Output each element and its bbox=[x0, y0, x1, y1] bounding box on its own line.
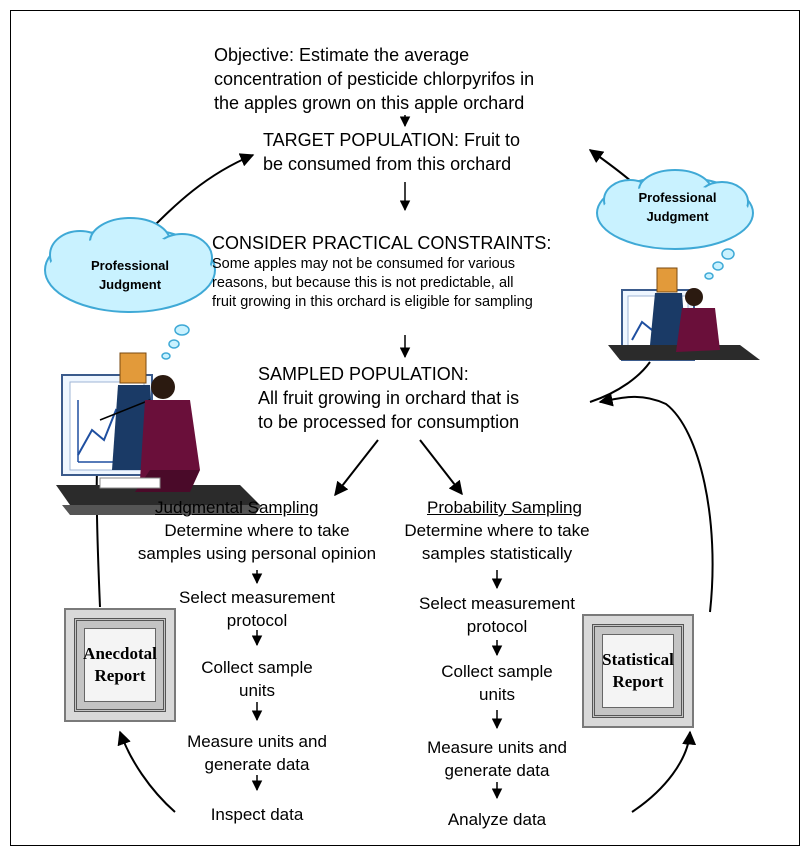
statistical-report-box: Statistical Report bbox=[582, 614, 694, 728]
arrow-left-loop bbox=[95, 469, 101, 608]
arrow-statistical-to-sampled bbox=[598, 392, 714, 613]
arrow-inspect-to-anecdotal bbox=[117, 730, 176, 813]
judgmental-step-2: Select measurement protocol bbox=[179, 588, 335, 630]
probability-step-3: Collect sample units bbox=[441, 662, 553, 704]
probability-step-2: Select measurement protocol bbox=[419, 594, 575, 636]
professional-judgment-cloud-left bbox=[44, 217, 216, 360]
anecdotal-report-box: Anecdotal Report bbox=[64, 608, 176, 722]
sampled-population-text: SAMPLED POPULATION: All fruit growing in… bbox=[258, 364, 520, 432]
arrow-cloud-to-target-right bbox=[588, 149, 633, 183]
probability-step-4: Measure units and generate data bbox=[427, 738, 567, 780]
cloud-label-right: Professional Judgment bbox=[638, 190, 717, 224]
objective-text: Objective: Estimate the average concentr… bbox=[214, 45, 535, 113]
target-population-text: TARGET POPULATION: Fruit to be consumed … bbox=[263, 130, 521, 174]
statistical-report-label: Statistical Report bbox=[602, 650, 674, 691]
presenter-illustration-left bbox=[56, 352, 262, 515]
presenter-illustration-right bbox=[608, 267, 760, 361]
arrow-cloud-to-target bbox=[147, 153, 255, 233]
judgmental-step-5: Inspect data bbox=[210, 805, 304, 824]
judgmental-sampling-heading: Judgmental Sampling bbox=[155, 498, 319, 517]
arrow-to-probability bbox=[419, 439, 463, 496]
arrow-analyze-to-statistical bbox=[631, 730, 697, 813]
cloud-label-left: Professional Judgment bbox=[90, 258, 170, 292]
judgmental-step-3: Collect sample units bbox=[201, 658, 313, 700]
professional-judgment-cloud-right bbox=[596, 169, 754, 280]
judgmental-step-4: Measure units and generate data bbox=[187, 732, 327, 774]
probability-step-1: Determine where to take samples statisti… bbox=[404, 521, 590, 563]
constraints-body: Some apples may not be consumed for vari… bbox=[212, 256, 533, 310]
diagram-frame bbox=[10, 10, 800, 846]
probability-step-5: Analyze data bbox=[447, 810, 547, 829]
arrow-to-judgmental bbox=[334, 439, 379, 497]
anecdotal-report-label: Anecdotal Report bbox=[83, 644, 157, 685]
probability-sampling-heading: Probability Sampling bbox=[427, 498, 582, 517]
judgmental-step-1: Determine where to take samples using pe… bbox=[137, 521, 377, 563]
constraints-heading: CONSIDER PRACTICAL CONSTRAINTS: bbox=[212, 233, 552, 253]
arrow-sampled-to-presenter bbox=[589, 361, 651, 403]
